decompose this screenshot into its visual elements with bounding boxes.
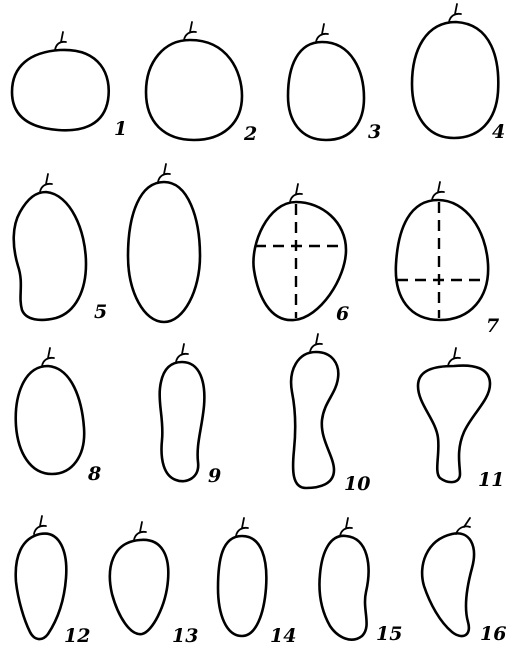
shape-label-8: 8 — [87, 463, 101, 485]
shape-unlabeled — [128, 164, 200, 322]
shape-15: 15 — [319, 518, 402, 645]
shape-label-9: 9 — [208, 465, 221, 487]
shape-11: 11 — [418, 348, 504, 491]
shape-label-7: 7 — [486, 315, 499, 337]
shape-14: 14 — [218, 518, 296, 647]
shape-label-10: 10 — [344, 473, 370, 495]
shape-5: 5 — [14, 174, 108, 323]
shape-label-5: 5 — [94, 301, 107, 323]
shape-2: 2 — [146, 22, 257, 145]
shape-13: 13 — [110, 522, 199, 647]
shape-3: 3 — [288, 24, 381, 143]
shape-label-13: 13 — [172, 625, 198, 647]
shape-label-6: 6 — [336, 303, 349, 325]
shape-label-11: 11 — [478, 469, 504, 491]
shape-label-12: 12 — [64, 625, 90, 647]
shape-label-16: 16 — [480, 623, 506, 645]
shape-9: 9 — [160, 344, 222, 487]
shape-6: 6 — [253, 184, 349, 325]
shape-7: 7 — [396, 182, 499, 337]
shape-label-2: 2 — [243, 123, 257, 145]
shape-label-3: 3 — [368, 121, 381, 143]
shape-16: 16 — [422, 518, 506, 645]
shape-1: 1 — [12, 32, 127, 140]
shape-label-15: 15 — [376, 623, 402, 645]
shape-label-14: 14 — [270, 625, 296, 647]
shape-12: 12 — [16, 516, 91, 647]
shape-10: 10 — [291, 334, 370, 495]
shape-label-1: 1 — [114, 118, 127, 140]
shape-8: 8 — [16, 348, 101, 485]
shape-4: 4 — [412, 4, 505, 143]
shape-label-4: 4 — [492, 121, 505, 143]
